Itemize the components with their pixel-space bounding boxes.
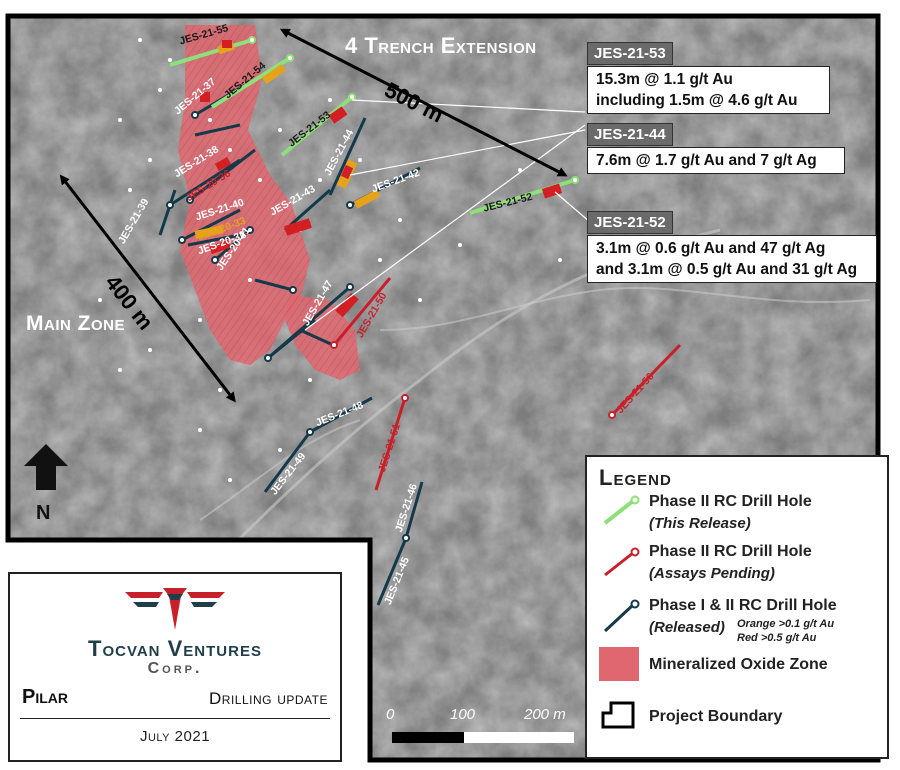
distance-arrow-400	[59, 174, 236, 403]
callout-body-jes-21-52: 3.1m @ 0.6 g/t Au and 47 g/t Ag and 3.1m…	[587, 235, 877, 283]
callout-line: and 3.1m @ 0.5 g/t Au and 31 g/t Ag	[596, 261, 858, 278]
callout-body-jes-21-53: 15.3m @ 1.1 g/t Au including 1.5m @ 4.6 …	[587, 66, 830, 114]
north-label: N	[36, 502, 51, 524]
release-date: July 2021	[139, 728, 211, 745]
legend-teal-hole-icon	[603, 599, 640, 633]
mineralized-oxide-zone-south	[285, 295, 360, 380]
title-block: Tocvan Ventures Corp. Pilar Drilling upd…	[8, 572, 342, 762]
callout-line: 7.6m @ 1.7 g/t Au and 7 g/t Ag	[596, 152, 817, 169]
callout-body-jes-21-44: 7.6m @ 1.7 g/t Au and 7 g/t Ag	[587, 147, 845, 174]
legend-red-hole-icon	[604, 547, 640, 577]
trench-extension-label: 4 Trench Extension	[345, 33, 537, 58]
pending-collars	[330, 341, 616, 419]
company-name: Tocvan Ventures	[88, 636, 262, 661]
scale-bar	[392, 732, 574, 743]
map-subtitle: Drilling update	[209, 689, 328, 708]
scale-tick-0: 0	[386, 706, 395, 723]
legend-boundary-label: Project Boundary	[649, 708, 783, 725]
callout-head-jes-21-52: JES-21-52	[587, 211, 673, 234]
pending-holes	[332, 277, 682, 491]
title-divider	[20, 718, 330, 719]
scale-tick-100: 100	[450, 706, 476, 723]
company-logo	[125, 588, 225, 630]
legend-zone-swatch	[599, 647, 639, 681]
legend-item-label: Phase II RC Drill Hole	[649, 543, 812, 560]
callout-head-jes-21-44: JES-21-44	[587, 123, 673, 146]
north-arrow-icon	[24, 444, 68, 490]
legend: Legend Phase II RC Drill Hole (This Rele…	[585, 455, 889, 759]
legend-boundary-icon	[601, 701, 635, 729]
legend-item-sub: (Assays Pending)	[649, 565, 775, 582]
legend-note-red: Red >0.5 g/t Au	[737, 632, 817, 644]
legend-item-label: Phase II RC Drill Hole	[649, 493, 812, 510]
project-name: Pilar	[22, 686, 69, 708]
legend-zone-label: Mineralized Oxide Zone	[649, 656, 828, 673]
callout-line: including 1.5m @ 4.6 g/t Au	[596, 92, 798, 109]
legend-green-hole-icon	[603, 495, 640, 525]
callout-line: 15.3m @ 1.1 g/t Au	[596, 71, 733, 88]
legend-note-orange: Orange >0.1 g/t Au	[737, 618, 835, 630]
callout-line: 3.1m @ 0.6 g/t Au and 47 g/t Ag	[596, 240, 826, 257]
legend-item-label: Phase I & II RC Drill Hole	[649, 597, 837, 614]
callout-head-jes-21-53: JES-21-53	[587, 42, 673, 65]
legend-item-sub: (Released)	[649, 619, 725, 636]
legend-item-sub: (This Release)	[649, 515, 751, 532]
company-suffix: Corp.	[147, 660, 203, 677]
project-boundary	[5, 13, 881, 763]
distance-arrow-500	[279, 28, 568, 177]
main-zone-label: Main Zone	[26, 312, 125, 335]
legend-swatches	[599, 495, 640, 729]
scale-tick-200: 200 m	[524, 706, 566, 723]
legend-title: Legend	[599, 465, 672, 490]
